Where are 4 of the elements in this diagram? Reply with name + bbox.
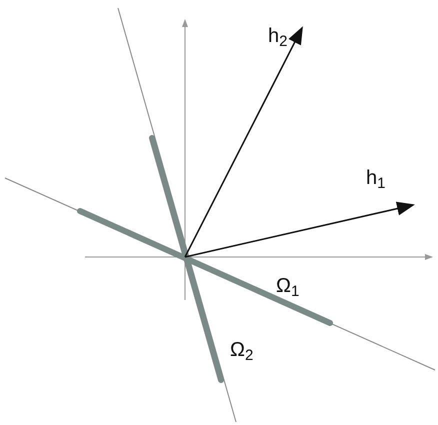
vector-label: Ω$_{1}$ (276, 276, 300, 296)
vector-label: Ω$_{2}$ (230, 340, 254, 360)
vector-label: h$_{1}$ (366, 168, 386, 188)
vector-label: h$_{2}$ (268, 26, 288, 46)
